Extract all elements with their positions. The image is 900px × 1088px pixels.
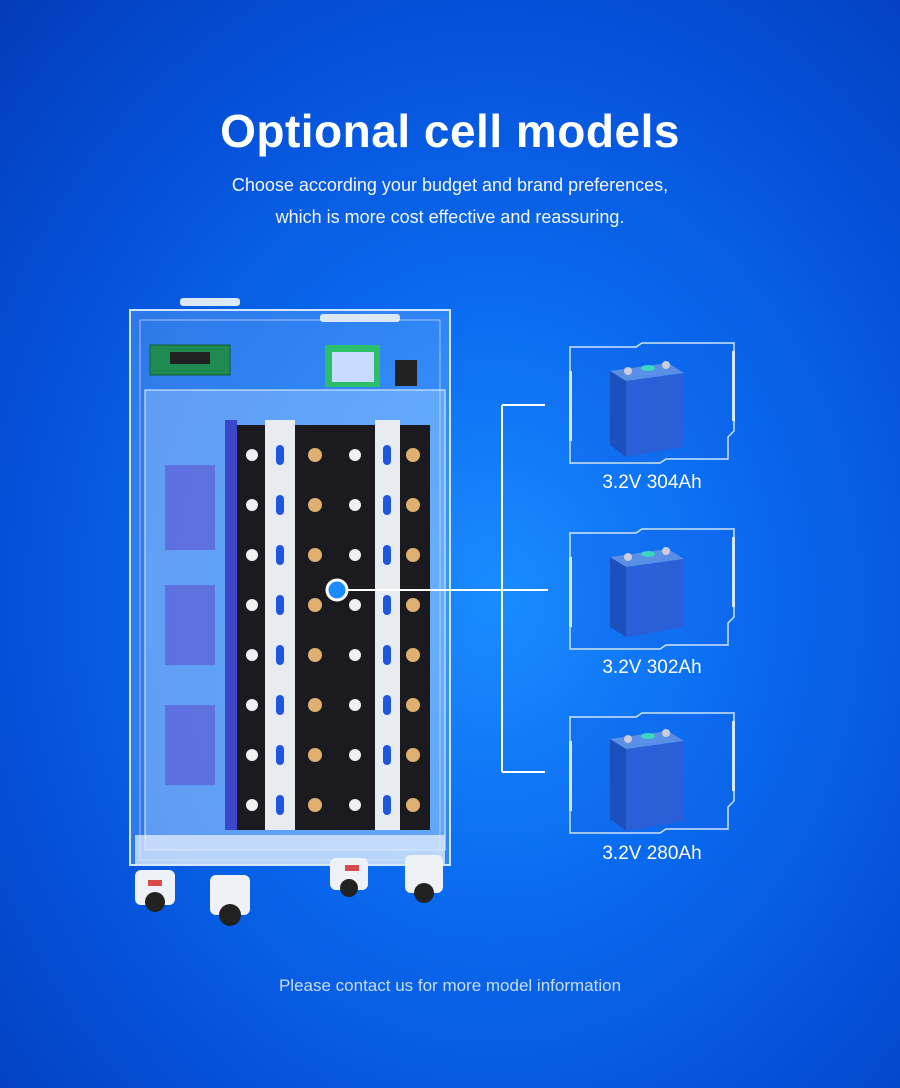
contact-footer-text: Please contact us for more model informa…: [278, 976, 622, 995]
cell-card-280ah: [566, 711, 738, 835]
cell-frame-icon: [569, 712, 735, 834]
cell-frame-icon: [569, 342, 735, 464]
connector-lines: [325, 404, 548, 773]
cell-label-280ah: 3.2V 280Ah: [602, 843, 702, 864]
subtitle-line-1: Choose according your budget and brand p…: [231, 175, 669, 195]
cell-card-302ah: [566, 527, 738, 651]
cell-label-302ah: 3.2V 302Ah: [602, 657, 702, 678]
subtitle-line-2: which is more cost effective and reassur…: [275, 207, 625, 227]
battery-cabinet-image: [129, 298, 451, 926]
page-title: Optional cell models: [220, 105, 680, 157]
cell-frame-icon: [569, 528, 735, 650]
cell-label-304ah: 3.2V 304Ah: [602, 472, 702, 493]
cell-card-304ah: [566, 341, 738, 465]
